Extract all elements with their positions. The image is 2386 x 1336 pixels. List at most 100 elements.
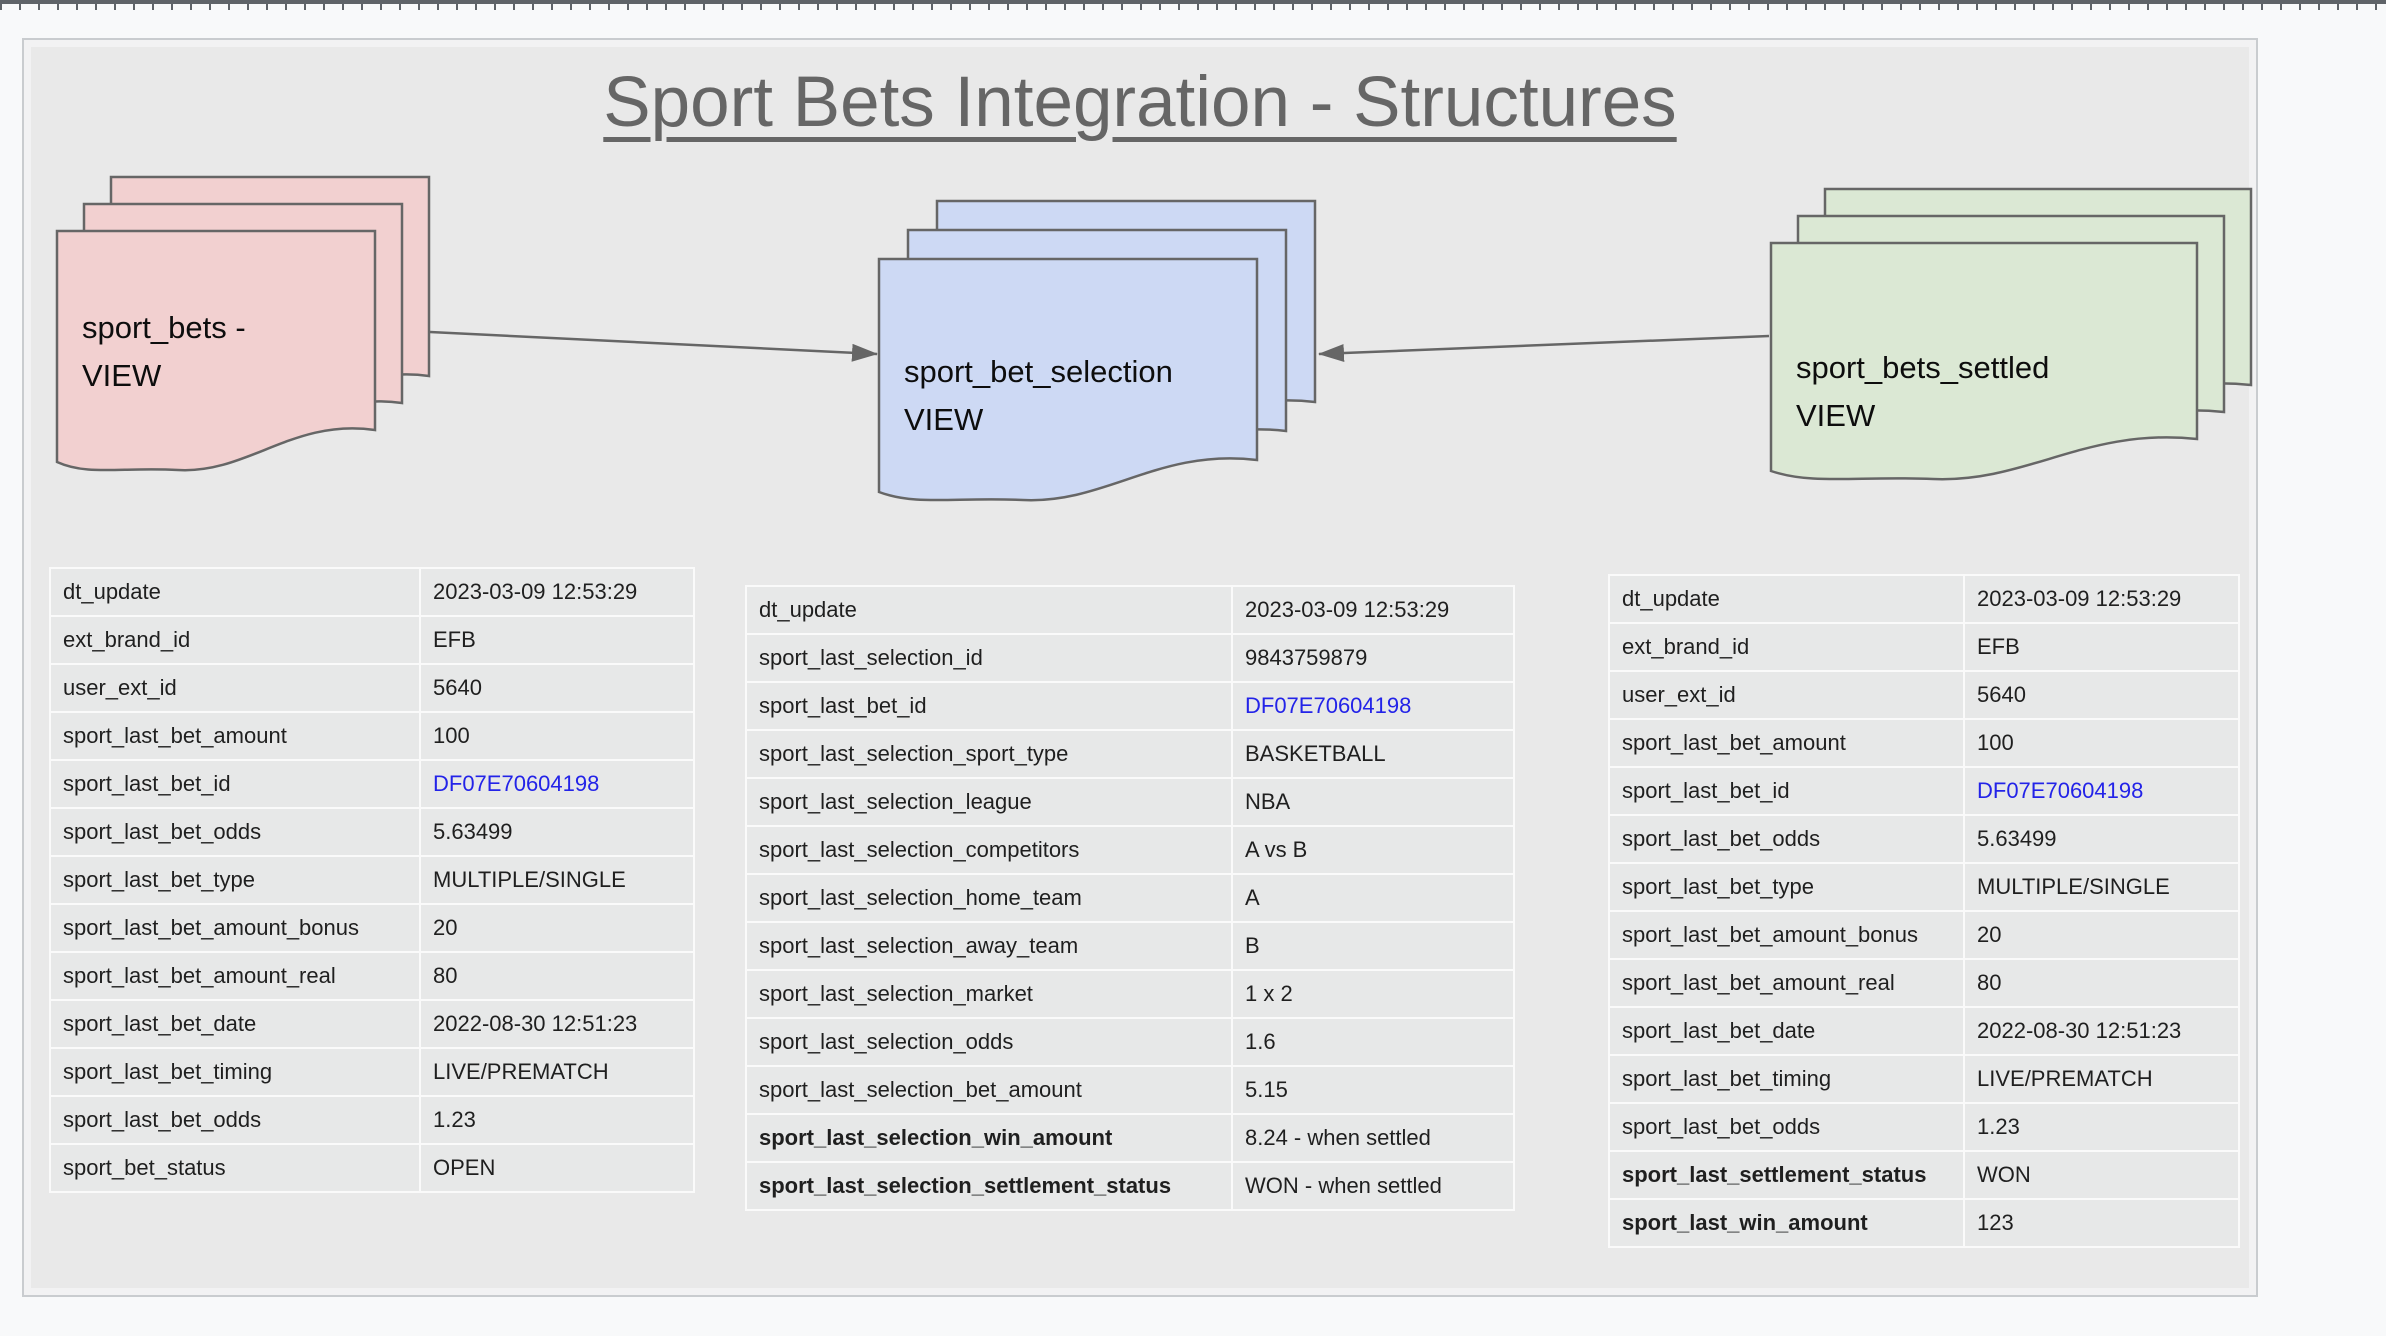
field-name-cell: sport_last_bet_amount (1610, 720, 1963, 766)
field-value-cell: LIVE/PREMATCH (1965, 1056, 2238, 1102)
field-name-cell: sport_last_selection_league (747, 779, 1231, 825)
field-value-cell: 8.24 - when settled (1233, 1115, 1513, 1161)
field-value-cell: EFB (421, 617, 693, 663)
field-value-cell: 80 (1965, 960, 2238, 1006)
field-value-cell: 5.63499 (421, 809, 693, 855)
field-name-cell: dt_update (747, 587, 1231, 633)
field-name-cell: sport_last_bet_id (747, 683, 1231, 729)
field-value-cell: BASKETBALL (1233, 731, 1513, 777)
field-value-cell: 1.6 (1233, 1019, 1513, 1065)
field-name-cell: sport_last_selection_settlement_status (747, 1163, 1231, 1209)
field-value-cell: 80 (421, 953, 693, 999)
field-value-cell: 20 (421, 905, 693, 951)
field-value-cell: LIVE/PREMATCH (421, 1049, 693, 1095)
field-value-cell: 100 (421, 713, 693, 759)
field-name-cell: sport_last_bet_amount (51, 713, 419, 759)
field-name-cell: sport_last_selection_win_amount (747, 1115, 1231, 1161)
field-value-cell: 2022-08-30 12:51:23 (421, 1001, 693, 1047)
shape-label: sport_bets_settled VIEW (1796, 344, 2049, 440)
field-value-cell: 20 (1965, 912, 2238, 958)
field-value-link[interactable]: DF07E70604198 (421, 761, 693, 807)
field-name-cell: sport_last_bet_id (51, 761, 419, 807)
field-value-cell: 2023-03-09 12:53:29 (1233, 587, 1513, 633)
field-name-cell: sport_last_bet_type (51, 857, 419, 903)
shape-label-line1: sport_bets_settled (1796, 350, 2050, 385)
field-name-cell: sport_last_selection_competitors (747, 827, 1231, 873)
field-name-cell: user_ext_id (1610, 672, 1963, 718)
field-name-cell: sport_last_bet_odds (51, 809, 419, 855)
field-name-cell: sport_last_bet_amount_real (1610, 960, 1963, 1006)
page-title[interactable]: Sport Bets Integration - Structures (603, 63, 1677, 142)
field-name-cell: ext_brand_id (51, 617, 419, 663)
field-value-link[interactable]: DF07E70604198 (1965, 768, 2238, 814)
field-name-cell: dt_update (1610, 576, 1963, 622)
field-name-cell: sport_last_bet_id (1610, 768, 1963, 814)
field-name-cell: sport_last_win_amount (1610, 1200, 1963, 1246)
shape-label-line1: sport_bets - (82, 310, 246, 345)
field-name-cell: sport_last_bet_date (1610, 1008, 1963, 1054)
field-value-cell: 2023-03-09 12:53:29 (421, 569, 693, 615)
shape-label-line2: VIEW (82, 358, 162, 393)
field-value-cell: 5.63499 (1965, 816, 2238, 862)
field-name-cell: sport_last_settlement_status (1610, 1152, 1963, 1198)
arrow-left-to-center[interactable] (429, 330, 878, 362)
field-name-cell: sport_last_selection_bet_amount (747, 1067, 1231, 1113)
field-value-cell: A vs B (1233, 827, 1513, 873)
field-name-cell: sport_last_selection_market (747, 971, 1231, 1017)
field-name-cell: sport_last_selection_sport_type (747, 731, 1231, 777)
shape-label-line2: VIEW (1796, 398, 1876, 433)
field-value-cell: NBA (1233, 779, 1513, 825)
field-name-cell: sport_last_selection_id (747, 635, 1231, 681)
field-name-cell: sport_last_selection_home_team (747, 875, 1231, 921)
document-icon (1769, 241, 2199, 481)
field-name-cell: sport_last_bet_amount_real (51, 953, 419, 999)
field-value-cell: 1 x 2 (1233, 971, 1513, 1017)
field-name-cell: sport_last_bet_date (51, 1001, 419, 1047)
field-value-cell: 9843759879 (1233, 635, 1513, 681)
shape-sport-bets-settled-view[interactable]: sport_bets_settled VIEW (1769, 187, 2253, 487)
field-name-cell: sport_bet_status (51, 1145, 419, 1191)
field-value-cell: 1.23 (1965, 1104, 2238, 1150)
field-name-cell: sport_last_bet_odds (1610, 816, 1963, 862)
field-value-cell: OPEN (421, 1145, 693, 1191)
shape-label-line1: sport_bet_selection (904, 354, 1173, 389)
document-icon (877, 257, 1259, 502)
shape-sport-bets-view[interactable]: sport_bets - VIEW (55, 175, 431, 478)
field-name-cell: dt_update (51, 569, 419, 615)
shape-sport-bet-selection-view[interactable]: sport_bet_selection VIEW (877, 199, 1317, 508)
field-value-cell: MULTIPLE/SINGLE (1965, 864, 2238, 910)
field-value-cell: EFB (1965, 624, 2238, 670)
field-value-cell: 5.15 (1233, 1067, 1513, 1113)
field-value-cell: 5640 (421, 665, 693, 711)
field-name-cell: sport_last_bet_odds (51, 1097, 419, 1143)
field-name-cell: ext_brand_id (1610, 624, 1963, 670)
field-name-cell: user_ext_id (51, 665, 419, 711)
field-value-cell: A (1233, 875, 1513, 921)
drawing-canvas: Sport Bets Integration - Structures spor… (22, 38, 2258, 1297)
field-value-cell: 2022-08-30 12:51:23 (1965, 1008, 2238, 1054)
field-value-cell: B (1233, 923, 1513, 969)
field-name-cell: sport_last_bet_timing (51, 1049, 419, 1095)
field-value-cell: WON (1965, 1152, 2238, 1198)
document-icon (55, 229, 377, 472)
field-name-cell: sport_last_bet_amount_bonus (1610, 912, 1963, 958)
field-value-cell: WON - when settled (1233, 1163, 1513, 1209)
field-value-link[interactable]: DF07E70604198 (1233, 683, 1513, 729)
field-value-cell: 2023-03-09 12:53:29 (1965, 576, 2238, 622)
field-name-cell: sport_last_selection_away_team (747, 923, 1231, 969)
field-name-cell: sport_last_bet_type (1610, 864, 1963, 910)
field-name-cell: sport_last_bet_odds (1610, 1104, 1963, 1150)
shape-label: sport_bets - VIEW (82, 304, 246, 400)
shape-label-line2: VIEW (904, 402, 984, 437)
field-name-cell: sport_last_bet_timing (1610, 1056, 1963, 1102)
field-value-cell: 123 (1965, 1200, 2238, 1246)
field-value-cell: MULTIPLE/SINGLE (421, 857, 693, 903)
field-value-cell: 1.23 (421, 1097, 693, 1143)
field-name-cell: sport_last_bet_amount_bonus (51, 905, 419, 951)
field-value-cell: 100 (1965, 720, 2238, 766)
field-name-cell: sport_last_selection_odds (747, 1019, 1231, 1065)
arrow-right-to-center[interactable] (1318, 334, 1770, 362)
